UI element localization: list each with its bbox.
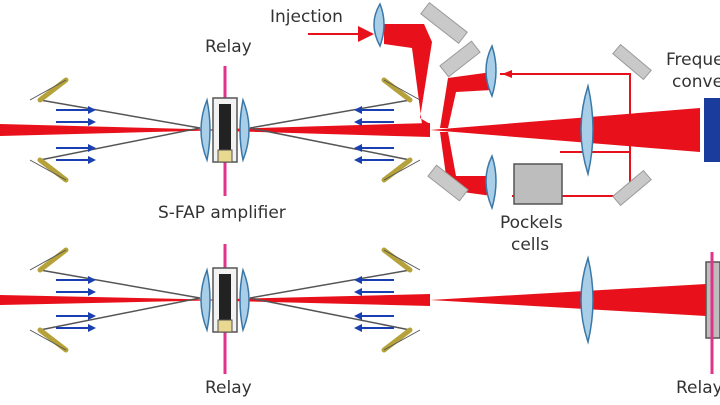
switchyard-beam-upper — [440, 72, 492, 128]
amplifier-bottom — [200, 267, 250, 333]
switchyard-lens-upper — [485, 44, 497, 99]
top-beamline — [0, 66, 700, 196]
pockels-label-line2: cells — [511, 235, 550, 255]
pockels-label-line1: Pockels — [500, 213, 563, 233]
top-beam-right — [430, 108, 700, 152]
injection-switchyard — [308, 2, 720, 211]
pockels-cell — [513, 163, 563, 205]
injection-label: Injection — [270, 7, 343, 27]
bottom-beamline — [0, 244, 720, 374]
relay-label-right: Relay — [676, 378, 720, 398]
switchyard-lens-lower — [485, 154, 497, 211]
switchyard-mirror-1 — [420, 2, 468, 44]
switchyard-mirror-2 — [439, 40, 481, 78]
relay-label-bottom: Relay — [205, 378, 252, 398]
frequency-label-line1: Freque — [666, 50, 720, 70]
pump-arrows-top — [56, 106, 394, 164]
bottom-beam-mid — [190, 294, 430, 306]
bottom-beam-left — [0, 295, 230, 305]
frequency-label-line2: conve — [672, 72, 720, 92]
injection-lens — [373, 2, 385, 48]
frequency-converter — [704, 98, 720, 162]
output-lens-top — [580, 83, 594, 177]
top-beam-left — [0, 124, 230, 136]
loop-mirror-bottom — [612, 169, 652, 207]
switchyard-mirror-3 — [427, 164, 469, 202]
amplifier-label: S-FAP amplifier — [158, 203, 286, 223]
pump-arrows-bottom — [56, 276, 394, 332]
bottom-beam-right — [430, 284, 706, 316]
injection-beam — [384, 24, 432, 124]
relay-label-top: Relay — [205, 37, 252, 57]
return-loop — [500, 73, 631, 197]
loop-mirror-top — [612, 43, 652, 81]
top-beam-mid — [190, 123, 430, 137]
amplifier-top — [200, 97, 250, 163]
output-lens-bottom — [580, 255, 594, 345]
